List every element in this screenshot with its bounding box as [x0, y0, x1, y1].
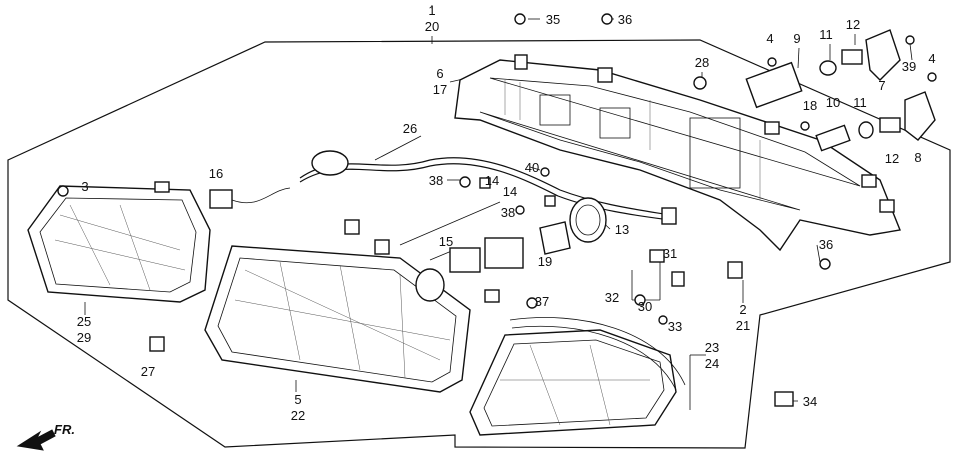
callout-c38b: 38 — [501, 205, 515, 220]
wire-harness[interactable] — [299, 150, 677, 225]
callout-c26: 26 — [403, 121, 417, 136]
callout-labels: 120 35 36 4 9 11 12 39 4 7 28 617 18 10 11 8 12 26 40 3 16 38… — [77, 3, 936, 423]
callout-c11a: 11 — [819, 27, 833, 42]
callout-c8: 8 — [914, 150, 921, 165]
headlight-bulb[interactable] — [399, 201, 524, 302]
headlight-assembly[interactable] — [204, 245, 471, 393]
callout-c38a: 38 — [429, 173, 443, 188]
callout-c5: 5 — [294, 392, 301, 407]
callout-c40: 40 — [525, 160, 539, 175]
callout-c10: 10 — [826, 95, 840, 110]
pivot-assembly[interactable] — [815, 91, 936, 152]
headlight-motor[interactable] — [745, 29, 901, 109]
callout-c12b: 12 — [885, 151, 899, 166]
callout-c39: 39 — [902, 59, 916, 74]
callout-c19: 19 — [538, 254, 552, 269]
callout-c23: 23 — [705, 340, 719, 355]
callout-c6: 6 — [436, 66, 443, 81]
small-hardware — [57, 13, 937, 407]
callout-c15: 15 — [439, 234, 453, 249]
callout-c12a: 12 — [846, 17, 860, 32]
callout-c16: 16 — [209, 166, 223, 181]
callout-c4a: 4 — [766, 31, 773, 46]
callout-c35: 35 — [546, 12, 560, 27]
callout-c21: 21 — [736, 318, 750, 333]
callout-c7: 7 — [878, 78, 885, 93]
callout-c25: 25 — [77, 314, 91, 329]
callout-c33: 33 — [668, 319, 682, 334]
callout-c37: 37 — [535, 294, 549, 309]
callout-c2: 2 — [739, 302, 746, 317]
retaining-ring[interactable] — [569, 197, 607, 243]
corner-lamp[interactable] — [469, 317, 686, 436]
callout-c9: 9 — [793, 31, 800, 46]
callout-c36a: 36 — [618, 12, 632, 27]
callout-c14a: 14 — [485, 173, 499, 188]
callout-c11b: 11 — [853, 95, 867, 110]
callout-c1: 1 — [428, 3, 435, 18]
callout-c32: 32 — [605, 290, 619, 305]
callout-c3: 3 — [81, 179, 88, 194]
side-marker-lamp[interactable] — [27, 185, 211, 303]
callout-c30: 30 — [638, 299, 652, 314]
front-direction-label: FR. — [54, 422, 75, 437]
callout-c34: 34 — [803, 394, 817, 409]
bulb-socket[interactable] — [209, 187, 291, 209]
callout-c28: 28 — [695, 55, 709, 70]
callout-c14b: 14 — [503, 184, 517, 199]
callout-c29: 29 — [77, 330, 91, 345]
callout-c13: 13 — [615, 222, 629, 237]
bulb-seal[interactable] — [539, 221, 571, 255]
callout-c4b: 4 — [928, 51, 935, 66]
callout-c36b: 36 — [819, 237, 833, 252]
callout-c17: 17 — [433, 82, 447, 97]
callout-c24: 24 — [705, 356, 719, 371]
assembly-outline — [7, 39, 951, 449]
callout-c27: 27 — [141, 364, 155, 379]
callout-c20: 20 — [425, 19, 439, 34]
callout-c22: 22 — [291, 408, 305, 423]
callout-c31: 31 — [663, 246, 677, 261]
callout-c18: 18 — [803, 98, 817, 113]
headlight-housing-frame[interactable] — [454, 54, 901, 252]
front-direction-arrow: FR. — [16, 422, 75, 451]
